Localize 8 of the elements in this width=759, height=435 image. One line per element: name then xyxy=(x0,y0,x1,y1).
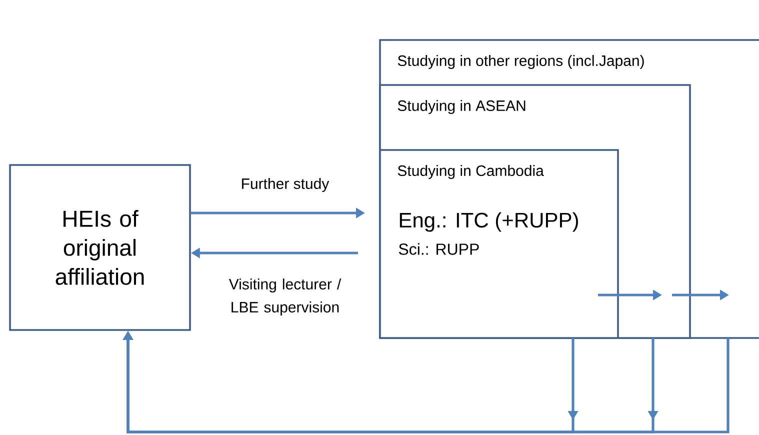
box: HEIs of original affiliation xyxy=(9,164,191,331)
edge-label: Further study xyxy=(242,178,330,192)
edge-label: Visiting lecturer / LBE supervision xyxy=(228,278,342,316)
box-heading: Studying in ASEAN xyxy=(398,100,526,114)
body-text: Eng.: ITC (+RUPP) xyxy=(400,212,578,232)
body-text: Sci.: RUPP xyxy=(398,243,479,255)
box-heading: Studying in other regions (incl.Japan) xyxy=(398,55,644,69)
box-heading: Studying in Cambodia xyxy=(398,165,544,179)
